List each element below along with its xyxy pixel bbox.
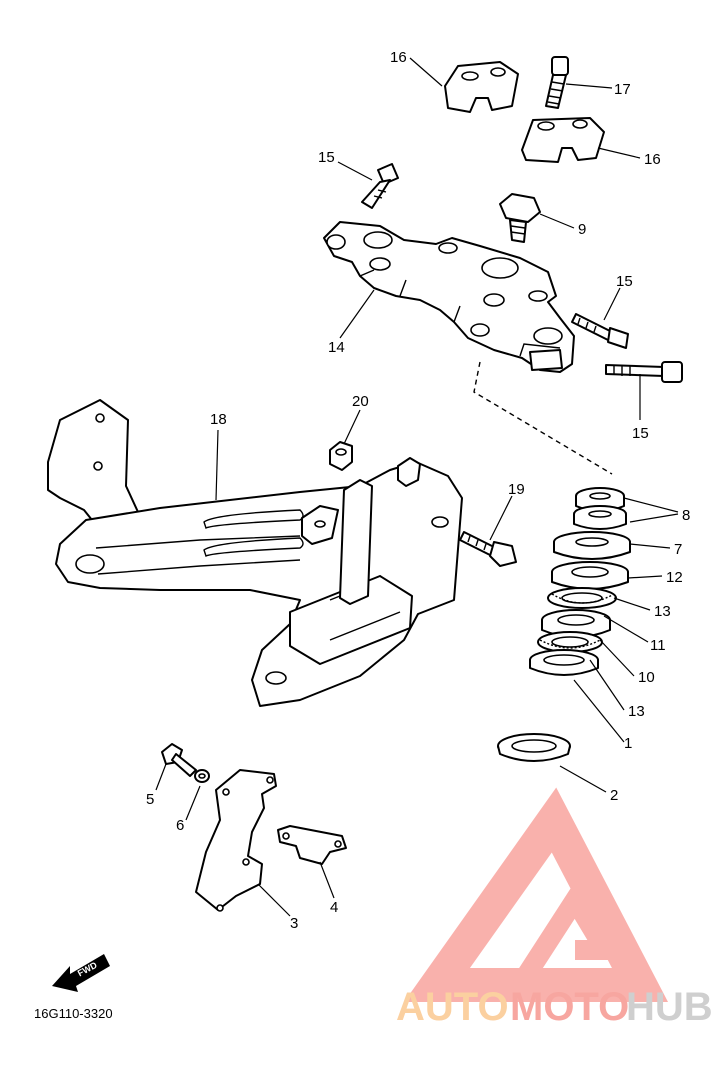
label-12: 12: [666, 569, 683, 586]
label-2: 2: [610, 787, 618, 804]
bolt-15-mid: [571, 313, 629, 349]
label-6: 6: [176, 817, 184, 834]
label-18: 18: [210, 411, 227, 428]
automotohub-logo: [404, 787, 669, 1002]
watermark-moto: MOTO: [510, 985, 629, 1029]
automotohub-watermark: AUTO MOTO HUB: [396, 985, 713, 1029]
label-11: 11: [650, 637, 666, 654]
label-16: 16: [390, 49, 407, 66]
label-13: 13: [654, 603, 671, 620]
label-15: 15: [318, 149, 335, 166]
label-10: 10: [638, 669, 655, 686]
watermark-hub: HUB: [626, 985, 713, 1029]
steering-nut-9: [499, 193, 541, 243]
label-7: 7: [674, 541, 682, 558]
upper-bracket-14: [323, 221, 575, 373]
bolt-17: [545, 56, 569, 109]
dust-seal-2: [497, 733, 571, 762]
bearing-stack: [529, 487, 631, 676]
label-9: 9: [578, 221, 586, 238]
label-16: 16: [644, 151, 661, 168]
label-15: 15: [616, 273, 633, 290]
washer-6: [194, 769, 210, 783]
clamp-4: [277, 825, 347, 865]
label-1: 1: [624, 735, 632, 752]
handlebar-holder-upper: [444, 61, 519, 113]
label-14: 14: [328, 339, 345, 356]
label-20: 20: [352, 393, 369, 410]
label-4: 4: [330, 899, 338, 916]
bolt-5: [161, 743, 197, 777]
label-13: 13: [628, 703, 645, 720]
headlight-stay-18: [47, 399, 463, 707]
label-5: 5: [146, 791, 154, 808]
fwd-arrow-icon: FWD: [52, 954, 110, 992]
bolt-15-low: [605, 361, 683, 383]
leader-lines: [155, 57, 679, 917]
watermark-auto: AUTO: [396, 985, 509, 1029]
bolt-19: [459, 531, 517, 567]
handlebar-holder-lower: [521, 117, 605, 163]
label-17: 17: [614, 81, 631, 98]
label-19: 19: [508, 481, 525, 498]
bolt-15-top: [361, 163, 399, 209]
callout-labels: 16 17 16 15 9 15 14 15 20 18 19 8 7 12 1…: [146, 49, 690, 932]
part-code: 16G110-3320: [34, 1006, 113, 1021]
label-3: 3: [290, 915, 298, 932]
bracket-3: [195, 769, 277, 912]
label-8: 8: [682, 507, 690, 524]
nut-20: [329, 441, 353, 471]
label-15: 15: [632, 425, 649, 442]
